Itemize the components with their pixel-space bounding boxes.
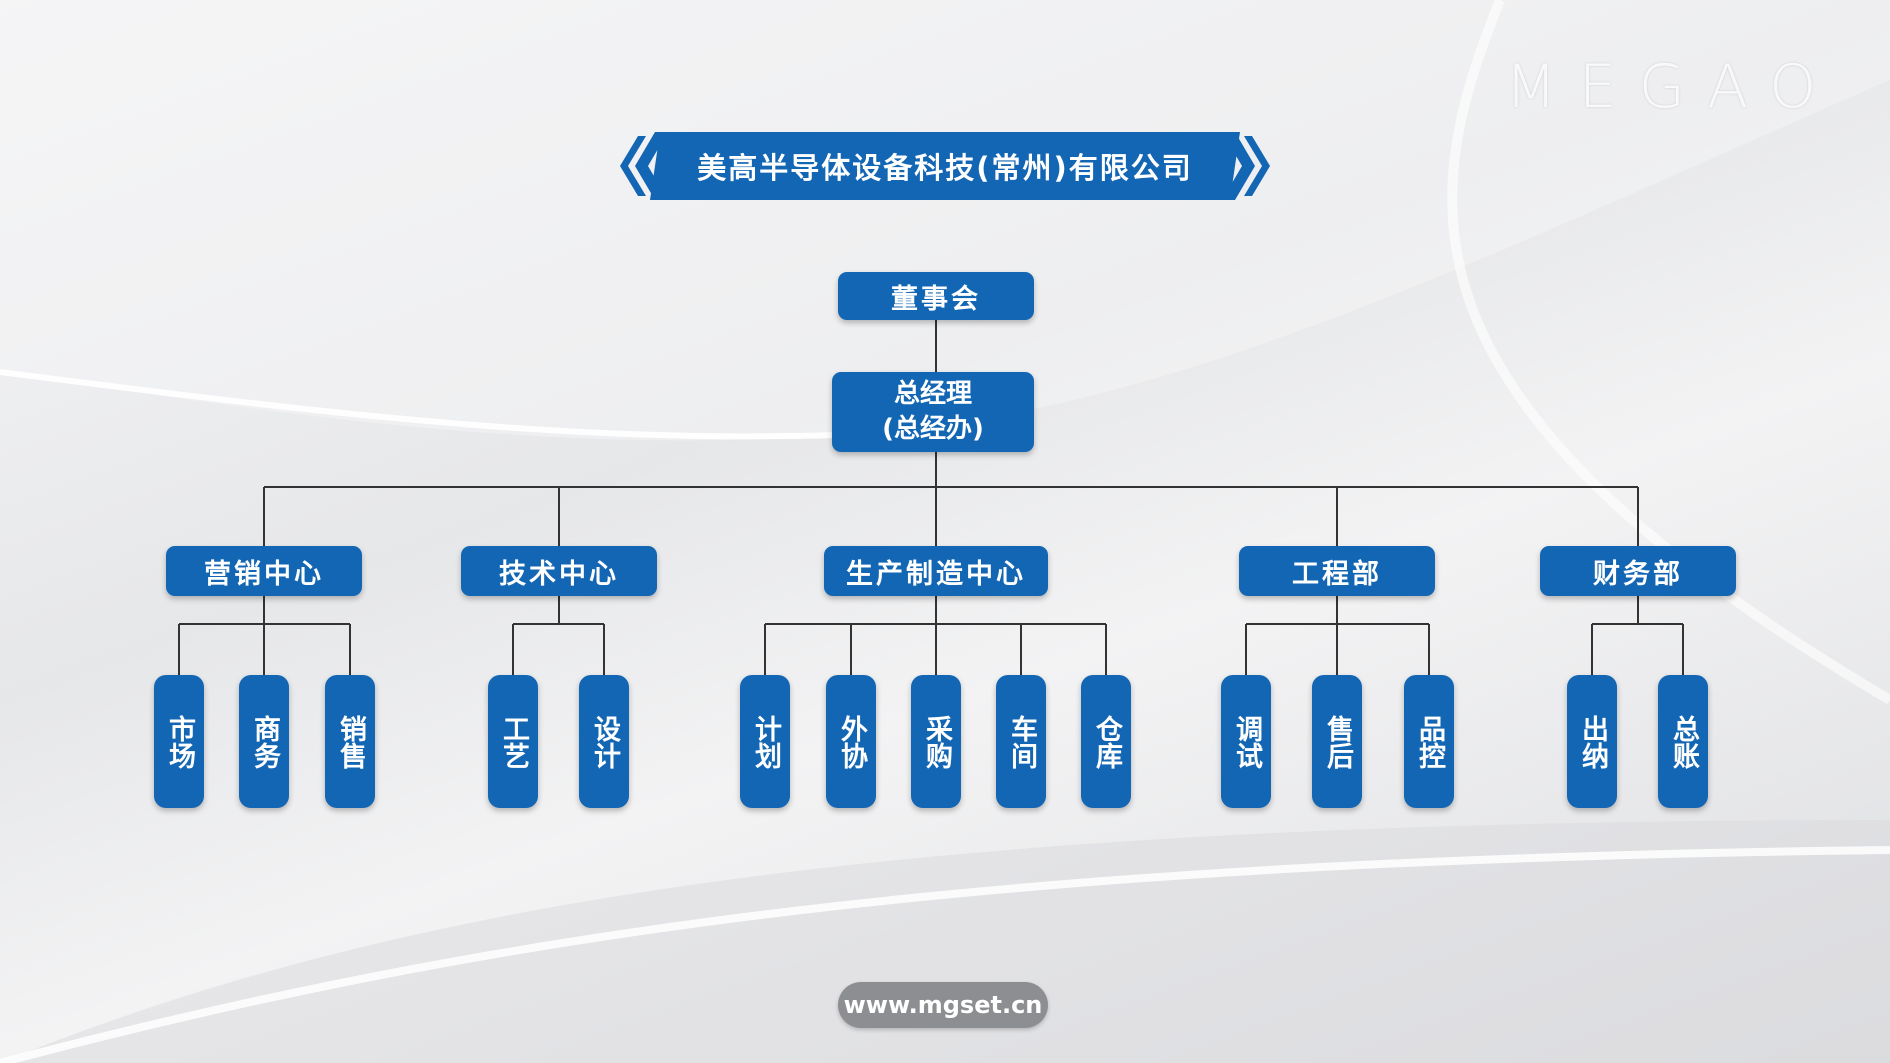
gm-node: 总经理 (总经办) bbox=[832, 372, 1034, 452]
child-node: 工艺 bbox=[488, 675, 538, 808]
child-node: 仓库 bbox=[1081, 675, 1131, 808]
child-node: 品控 bbox=[1404, 675, 1454, 808]
child-node: 商务 bbox=[239, 675, 289, 808]
gm-subtitle: (总经办) bbox=[882, 414, 984, 444]
title-banner bbox=[620, 132, 1270, 200]
child-node: 车间 bbox=[996, 675, 1046, 808]
child-node: 总账 bbox=[1658, 675, 1708, 808]
child-node: 设计 bbox=[579, 675, 629, 808]
child-node: 市场 bbox=[154, 675, 204, 808]
company-logo: MEGAO bbox=[1505, 52, 1839, 122]
child-node: 出纳 bbox=[1567, 675, 1617, 808]
child-node: 调试 bbox=[1221, 675, 1271, 808]
board-node: 董事会 bbox=[838, 272, 1034, 320]
child-node: 售后 bbox=[1312, 675, 1362, 808]
dept-technology: 技术中心 bbox=[461, 546, 657, 596]
dept-marketing: 营销中心 bbox=[166, 546, 362, 596]
child-node: 采购 bbox=[911, 675, 961, 808]
website-link[interactable]: www.mgset.cn bbox=[838, 982, 1048, 1028]
child-node: 外协 bbox=[826, 675, 876, 808]
company-title: 美高半导体设备科技(常州)有限公司 bbox=[697, 151, 1193, 185]
dept-finance: 财务部 bbox=[1540, 546, 1736, 596]
gm-title: 总经理 bbox=[893, 379, 972, 409]
child-node: 销售 bbox=[325, 675, 375, 808]
child-node: 计划 bbox=[740, 675, 790, 808]
dept-production: 生产制造中心 bbox=[824, 546, 1048, 596]
dept-engineering: 工程部 bbox=[1239, 546, 1435, 596]
